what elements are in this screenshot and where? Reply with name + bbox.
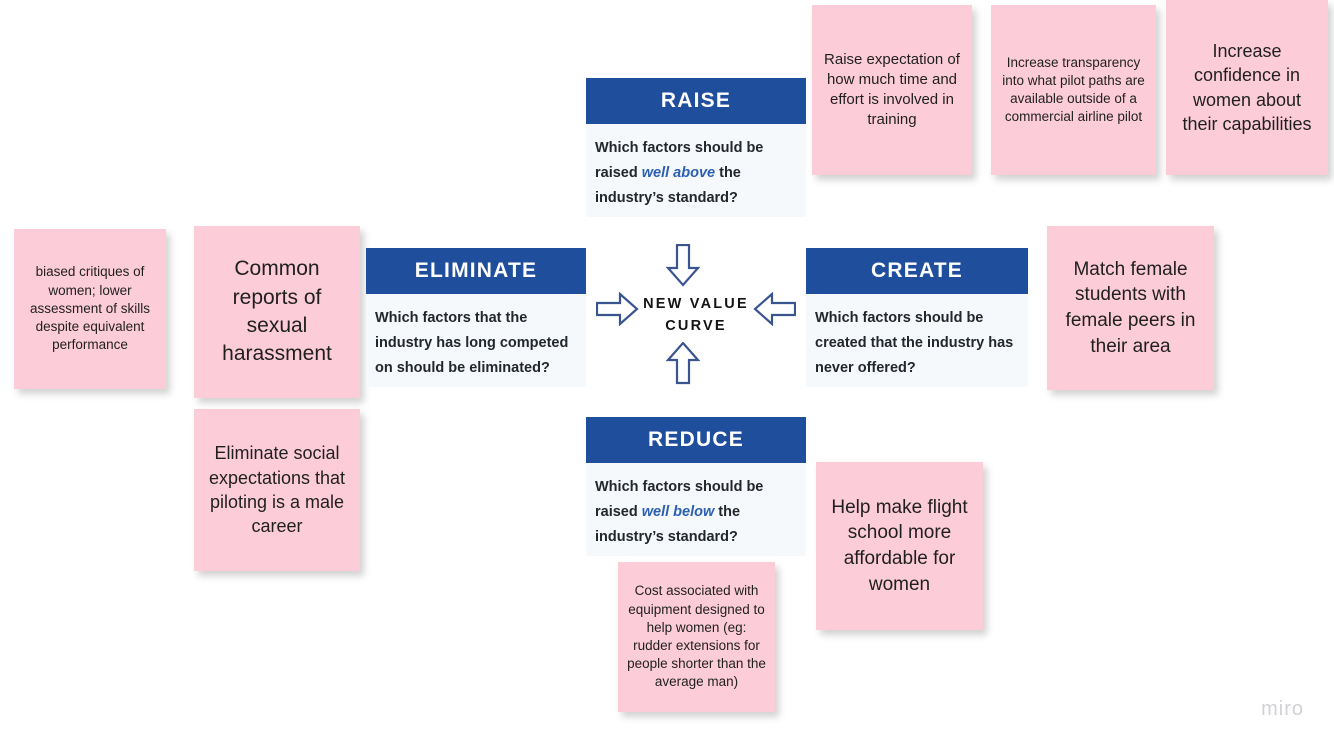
hub-label-line-1: NEW VALUE [643, 296, 749, 312]
card-create-question: Which factors should be created that the… [806, 294, 1028, 391]
sticky-note-text: Eliminate social expectations that pilot… [208, 443, 351, 537]
sticky-note-text: biased critiques of women; lower assessm… [29, 264, 154, 353]
sticky-note-eliminate-2[interactable]: Common reports of sexual harassment [194, 226, 360, 398]
arrow-left-icon [753, 292, 796, 326]
card-eliminate[interactable]: ELIMINATE Which factors that the industr… [366, 248, 586, 387]
arrow-down-icon [666, 244, 700, 287]
arrow-up-icon [666, 342, 700, 385]
sticky-note-reduce-2[interactable]: Help make flight school more affordable … [816, 462, 983, 630]
sticky-note-text: Match female students with female peers … [1065, 258, 1201, 357]
sticky-note-text: Increase confidence in women about their… [1182, 40, 1312, 134]
new-value-curve-hub: NEW VALUE CURVE [586, 236, 806, 392]
sticky-note-text: Raise expectation of how much time and e… [824, 50, 965, 129]
sticky-note-reduce-1[interactable]: Cost associated with equipment designed … [618, 562, 775, 712]
card-eliminate-question: Which factors that the industry has long… [366, 294, 586, 391]
card-create[interactable]: CREATE Which factors should be created t… [806, 248, 1028, 387]
sticky-note-raise-1[interactable]: Raise expectation of how much time and e… [812, 5, 972, 175]
hub-label-line-2: CURVE [665, 318, 727, 335]
arrow-right-icon [596, 292, 639, 326]
question-text-part2: the industry’s standard? [595, 164, 741, 206]
sticky-note-raise-3[interactable]: Increase confidence in women about their… [1166, 0, 1328, 175]
question-text-part1: Which factors should be raised [595, 140, 764, 181]
sticky-note-raise-2[interactable]: Increase transparency into what pilot pa… [991, 5, 1156, 175]
question-text-part1: Which factors should be created that the… [815, 310, 1014, 376]
question-text-part1: Which factors should be raised [595, 479, 764, 520]
card-eliminate-title: ELIMINATE [366, 248, 586, 294]
card-reduce-question: Which factors should be raised well belo… [586, 463, 806, 560]
card-raise-question: Which factors should be raised well abov… [586, 124, 806, 221]
sticky-note-create-1[interactable]: Match female students with female peers … [1047, 226, 1214, 390]
card-reduce[interactable]: REDUCE Which factors should be raised we… [586, 417, 806, 556]
question-emphasis: well below [641, 503, 715, 520]
sticky-note-text: Common reports of sexual harassment [222, 257, 332, 366]
new-value-curve-label: NEW VALUE CURVE [586, 293, 806, 338]
card-raise[interactable]: RAISE Which factors should be raised wel… [586, 78, 806, 217]
sticky-note-eliminate-1[interactable]: biased critiques of women; lower assessm… [14, 229, 166, 389]
sticky-note-eliminate-3[interactable]: Eliminate social expectations that pilot… [194, 409, 360, 571]
sticky-note-text: Help make flight school more affordable … [831, 496, 973, 595]
question-emphasis: well above [641, 164, 716, 181]
question-text-part2: the industry’s standard? [595, 503, 741, 545]
sticky-note-text: Increase transparency into what pilot pa… [1002, 54, 1149, 125]
miro-watermark: miro [1261, 698, 1304, 720]
card-create-title: CREATE [806, 248, 1028, 294]
card-raise-title: RAISE [586, 78, 806, 124]
question-text-part1: Which factors that the industry has long… [375, 310, 569, 376]
sticky-note-text: Cost associated with equipment designed … [627, 583, 770, 690]
card-reduce-title: REDUCE [586, 417, 806, 463]
